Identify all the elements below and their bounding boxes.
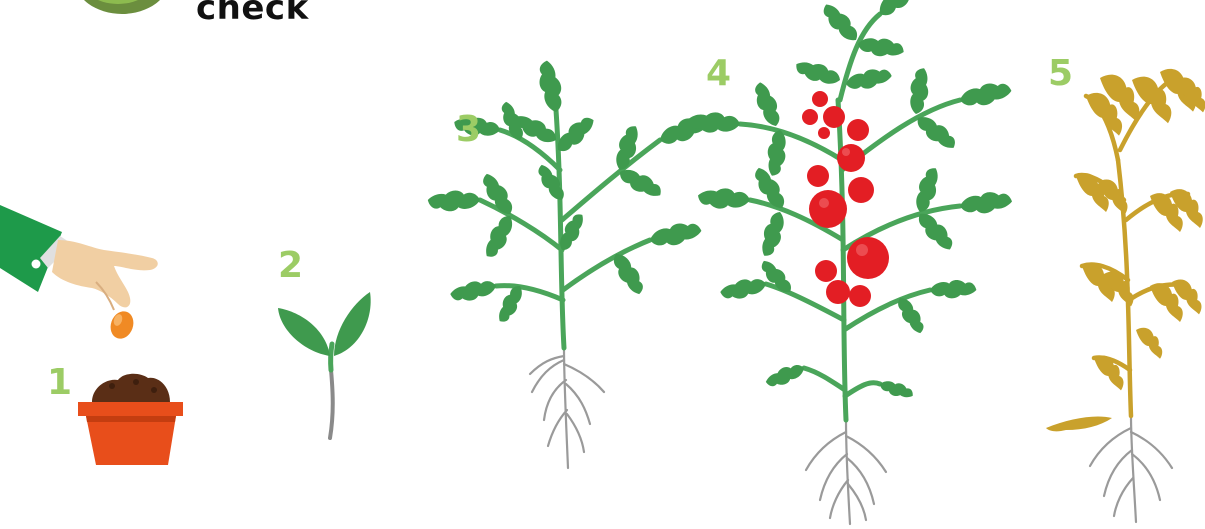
logo-icon [74, 0, 170, 14]
stage-1-seed-in-pot-icon [0, 205, 183, 465]
stage-5-number: 5 [1048, 56, 1073, 92]
stage-4-number: 4 [706, 56, 731, 92]
stage-3-number: 3 [456, 112, 481, 148]
stage-2-number: 2 [278, 248, 303, 284]
stage-4-fruiting-tomato-plant-icon [687, 0, 1013, 524]
stage-1-number: 1 [47, 365, 72, 401]
stage-5-withered-plant-icon [1046, 69, 1205, 522]
header-title: check [196, 0, 309, 28]
stage-2-seedling-icon [278, 292, 371, 438]
